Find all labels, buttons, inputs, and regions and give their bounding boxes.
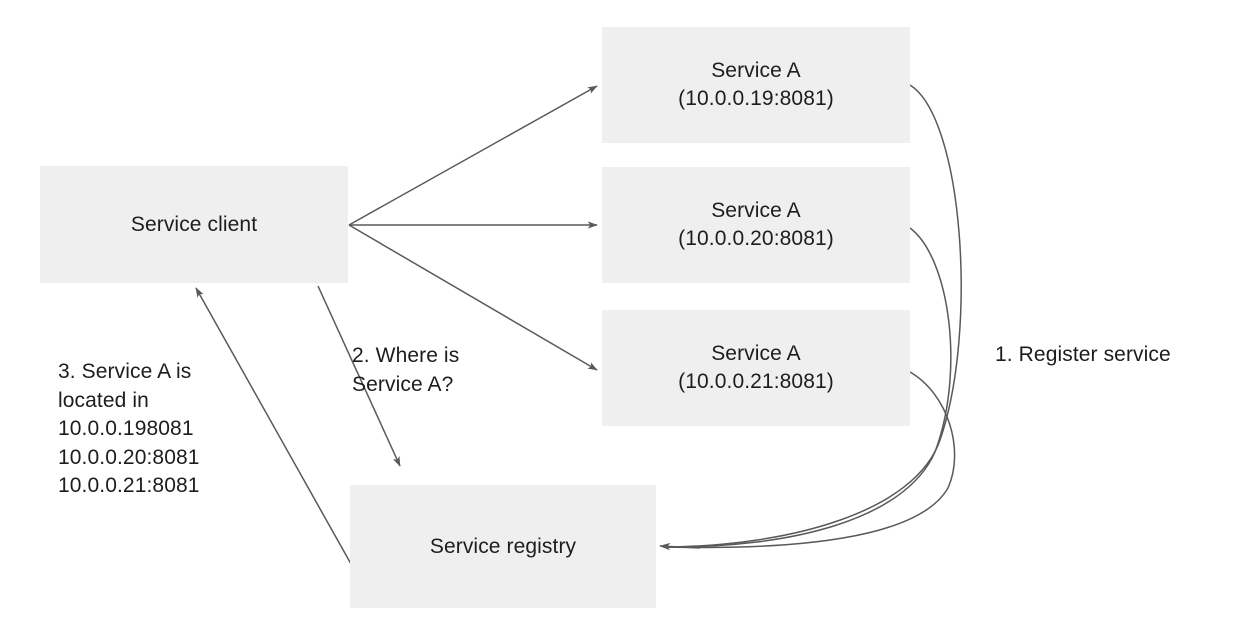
node-service-a-2-address: (10.0.0.20:8081)	[678, 227, 834, 250]
node-service-client[interactable]: Service client	[40, 166, 348, 283]
label-step-3-service-a-located-in: 3. Service A is located in 10.0.0.198081…	[58, 360, 200, 498]
node-service-a-1[interactable]: Service A (10.0.0.19:8081)	[602, 27, 910, 143]
node-service-registry[interactable]: Service registry	[350, 485, 656, 608]
node-service-a-1-address: (10.0.0.19:8081)	[678, 87, 834, 110]
label-step-1-register-service: 1. Register service	[995, 343, 1171, 366]
node-service-a-2-name: Service A	[711, 199, 801, 223]
label-step-2-where-is-service-a: 2. Where is Service A?	[352, 344, 460, 396]
node-service-a-3-address: (10.0.0.21:8081)	[678, 370, 834, 393]
node-service-a-3-name: Service A	[711, 342, 801, 366]
edge-registry-to-client	[195, 287, 361, 581]
node-service-client-label: Service client	[130, 212, 258, 236]
node-service-registry-label: Service registry	[429, 534, 577, 558]
node-service-a-3[interactable]: Service A (10.0.0.21:8081)	[602, 310, 910, 426]
edge-client-to-service-a-1	[348, 85, 598, 226]
edge-register-arrowhead	[659, 542, 701, 551]
node-service-a-1-name: Service A	[711, 59, 801, 83]
node-service-a-2[interactable]: Service A (10.0.0.20:8081)	[602, 167, 910, 283]
